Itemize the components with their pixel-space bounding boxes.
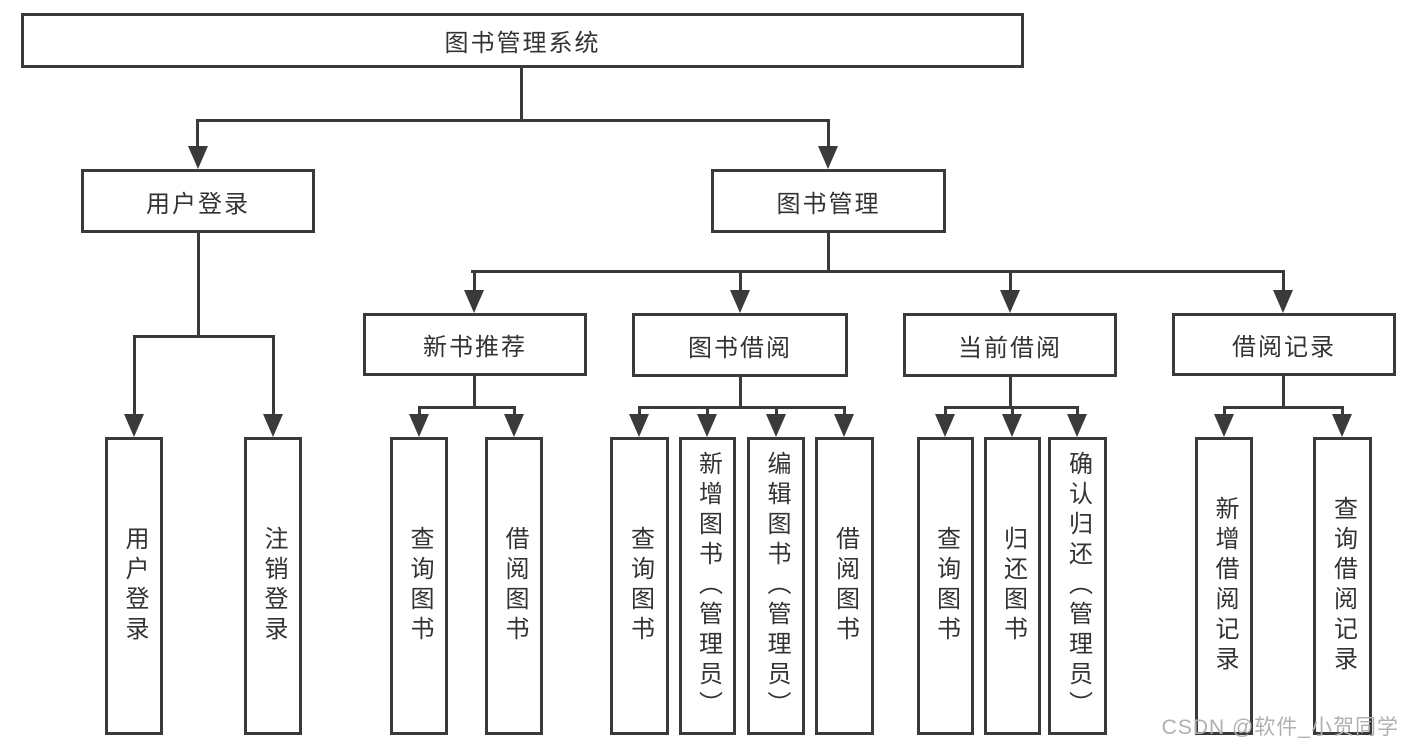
leaf-edit-books-admin: 编辑图书（管理员） bbox=[747, 437, 805, 735]
leaf-query-books-recommend: 查询图书 bbox=[390, 437, 448, 735]
connector-stem-borrowing bbox=[739, 270, 742, 293]
connector-recommend-stem bbox=[473, 376, 476, 408]
arrowhead-recommend bbox=[464, 290, 484, 313]
leaf-query-books-current: 查询图书 bbox=[917, 437, 974, 735]
arrowhead-bor-query bbox=[629, 414, 649, 437]
connector-login-stem bbox=[197, 233, 200, 337]
node-user-login: 用户登录 bbox=[81, 169, 315, 233]
connector-mgmt-stem bbox=[827, 233, 830, 273]
arrowhead-leaf-login bbox=[124, 414, 144, 437]
connector-current-stem bbox=[1009, 377, 1012, 408]
connector-stem-leaf-logout bbox=[272, 335, 275, 417]
connector-stem-book-mgmt bbox=[827, 119, 830, 149]
connector-borrowing-stem bbox=[739, 377, 742, 408]
connector-stem-bor-add bbox=[706, 406, 709, 417]
connector-root-split bbox=[197, 119, 830, 122]
connector-stem-records bbox=[1282, 270, 1285, 293]
node-borrow-records: 借阅记录 bbox=[1172, 313, 1396, 376]
node-book-management: 图书管理 bbox=[711, 169, 946, 233]
connector-mgmt-split bbox=[471, 270, 1285, 273]
connector-records-stem bbox=[1282, 376, 1285, 408]
connector-stem-rec-query bbox=[418, 406, 421, 417]
leaf-user-login: 用户登录 bbox=[105, 437, 163, 735]
arrowhead-bor-borrow bbox=[834, 414, 854, 437]
connector-stem-rec-borrow bbox=[513, 406, 516, 417]
arrowhead-recd-add bbox=[1214, 414, 1234, 437]
connector-stem-current bbox=[1009, 270, 1012, 293]
node-current-borrowing: 当前借阅 bbox=[903, 313, 1117, 377]
connector-records-split bbox=[1224, 406, 1344, 409]
arrowhead-cur-return bbox=[1002, 414, 1022, 437]
arrowhead-cur-confirm bbox=[1067, 414, 1087, 437]
leaf-confirm-return-admin: 确认归还（管理员） bbox=[1048, 437, 1107, 735]
connector-stem-user-login bbox=[196, 119, 199, 149]
connector-stem-leaf-login bbox=[133, 335, 136, 417]
csdn-watermark: CSDN @软件_小贺同学 bbox=[1161, 716, 1399, 739]
leaf-borrow-books: 借阅图书 bbox=[815, 437, 874, 735]
arrowhead-borrowing bbox=[730, 290, 750, 313]
connector-stem-cur-return bbox=[1011, 406, 1014, 417]
leaf-return-books: 归还图书 bbox=[984, 437, 1041, 735]
node-new-book-recommend: 新书推荐 bbox=[363, 313, 587, 376]
node-book-borrowing: 图书借阅 bbox=[632, 313, 848, 377]
connector-stem-recd-add bbox=[1223, 406, 1226, 417]
leaf-add-borrow-record: 新增借阅记录 bbox=[1195, 437, 1253, 735]
arrowhead-recd-query bbox=[1332, 414, 1352, 437]
arrowhead-leaf-logout bbox=[263, 414, 283, 437]
leaf-borrow-books-recommend: 借阅图书 bbox=[485, 437, 543, 735]
arrowhead-bor-add bbox=[697, 414, 717, 437]
arrowhead-bor-edit bbox=[766, 414, 786, 437]
arrowhead-user-login bbox=[188, 146, 208, 169]
connector-stem-cur-confirm bbox=[1076, 406, 1079, 417]
arrowhead-records bbox=[1273, 290, 1293, 313]
connector-stem-bor-edit bbox=[775, 406, 778, 417]
arrowhead-rec-borrow bbox=[504, 414, 524, 437]
connector-recommend-split bbox=[419, 406, 516, 409]
connector-login-split bbox=[134, 335, 274, 338]
arrowhead-book-mgmt bbox=[818, 146, 838, 169]
arrowhead-cur-query bbox=[935, 414, 955, 437]
arrowhead-current bbox=[1000, 290, 1020, 313]
leaf-logout: 注销登录 bbox=[244, 437, 302, 735]
leaf-query-books-borrowing: 查询图书 bbox=[610, 437, 669, 735]
connector-stem-recd-query bbox=[1341, 406, 1344, 417]
connector-stem-recommend bbox=[473, 270, 476, 293]
leaf-add-books-admin: 新增图书（管理员） bbox=[679, 437, 736, 735]
connector-stem-cur-query bbox=[944, 406, 947, 417]
connector-stem-bor-borrow bbox=[843, 406, 846, 417]
connector-root-stem bbox=[520, 68, 523, 121]
leaf-query-borrow-record: 查询借阅记录 bbox=[1313, 437, 1372, 735]
connector-borrowing-split bbox=[639, 406, 846, 409]
connector-stem-bor-query bbox=[638, 406, 641, 417]
node-root-library-system: 图书管理系统 bbox=[21, 13, 1024, 68]
arrowhead-rec-query bbox=[409, 414, 429, 437]
